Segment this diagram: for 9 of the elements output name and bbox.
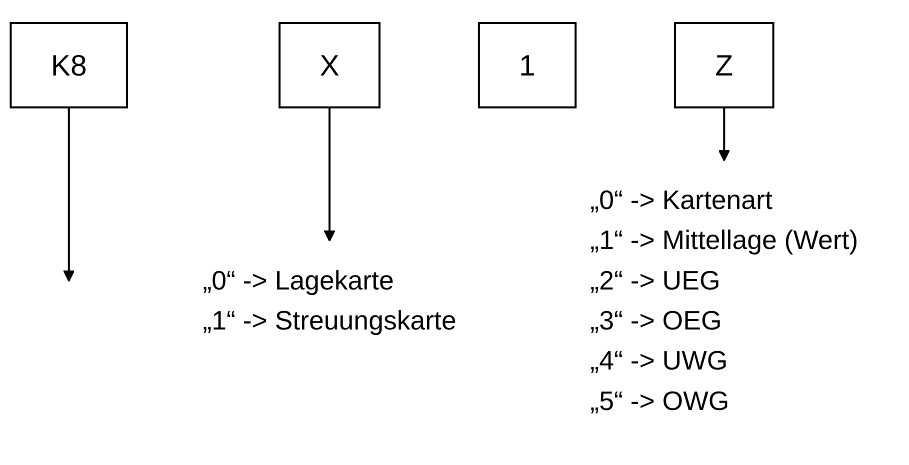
- arrow: [62, 107, 75, 282]
- arrow: [718, 107, 730, 162]
- node-box: X: [278, 22, 380, 108]
- node-text: „0“ -> Lagekarte „1“ -> Streuungskarte: [202, 266, 456, 336]
- node-box: Z: [674, 22, 774, 108]
- arrow: [324, 107, 336, 242]
- node-box: K8: [10, 22, 128, 108]
- node-box: 1: [478, 22, 577, 108]
- node-text: „0“ -> Kartenart „1“ -> Mittellage (Wert) „2“ -> UEG „3“ -> OEG „4“ -> UWG „5“ -> OWG: [590, 186, 858, 417]
